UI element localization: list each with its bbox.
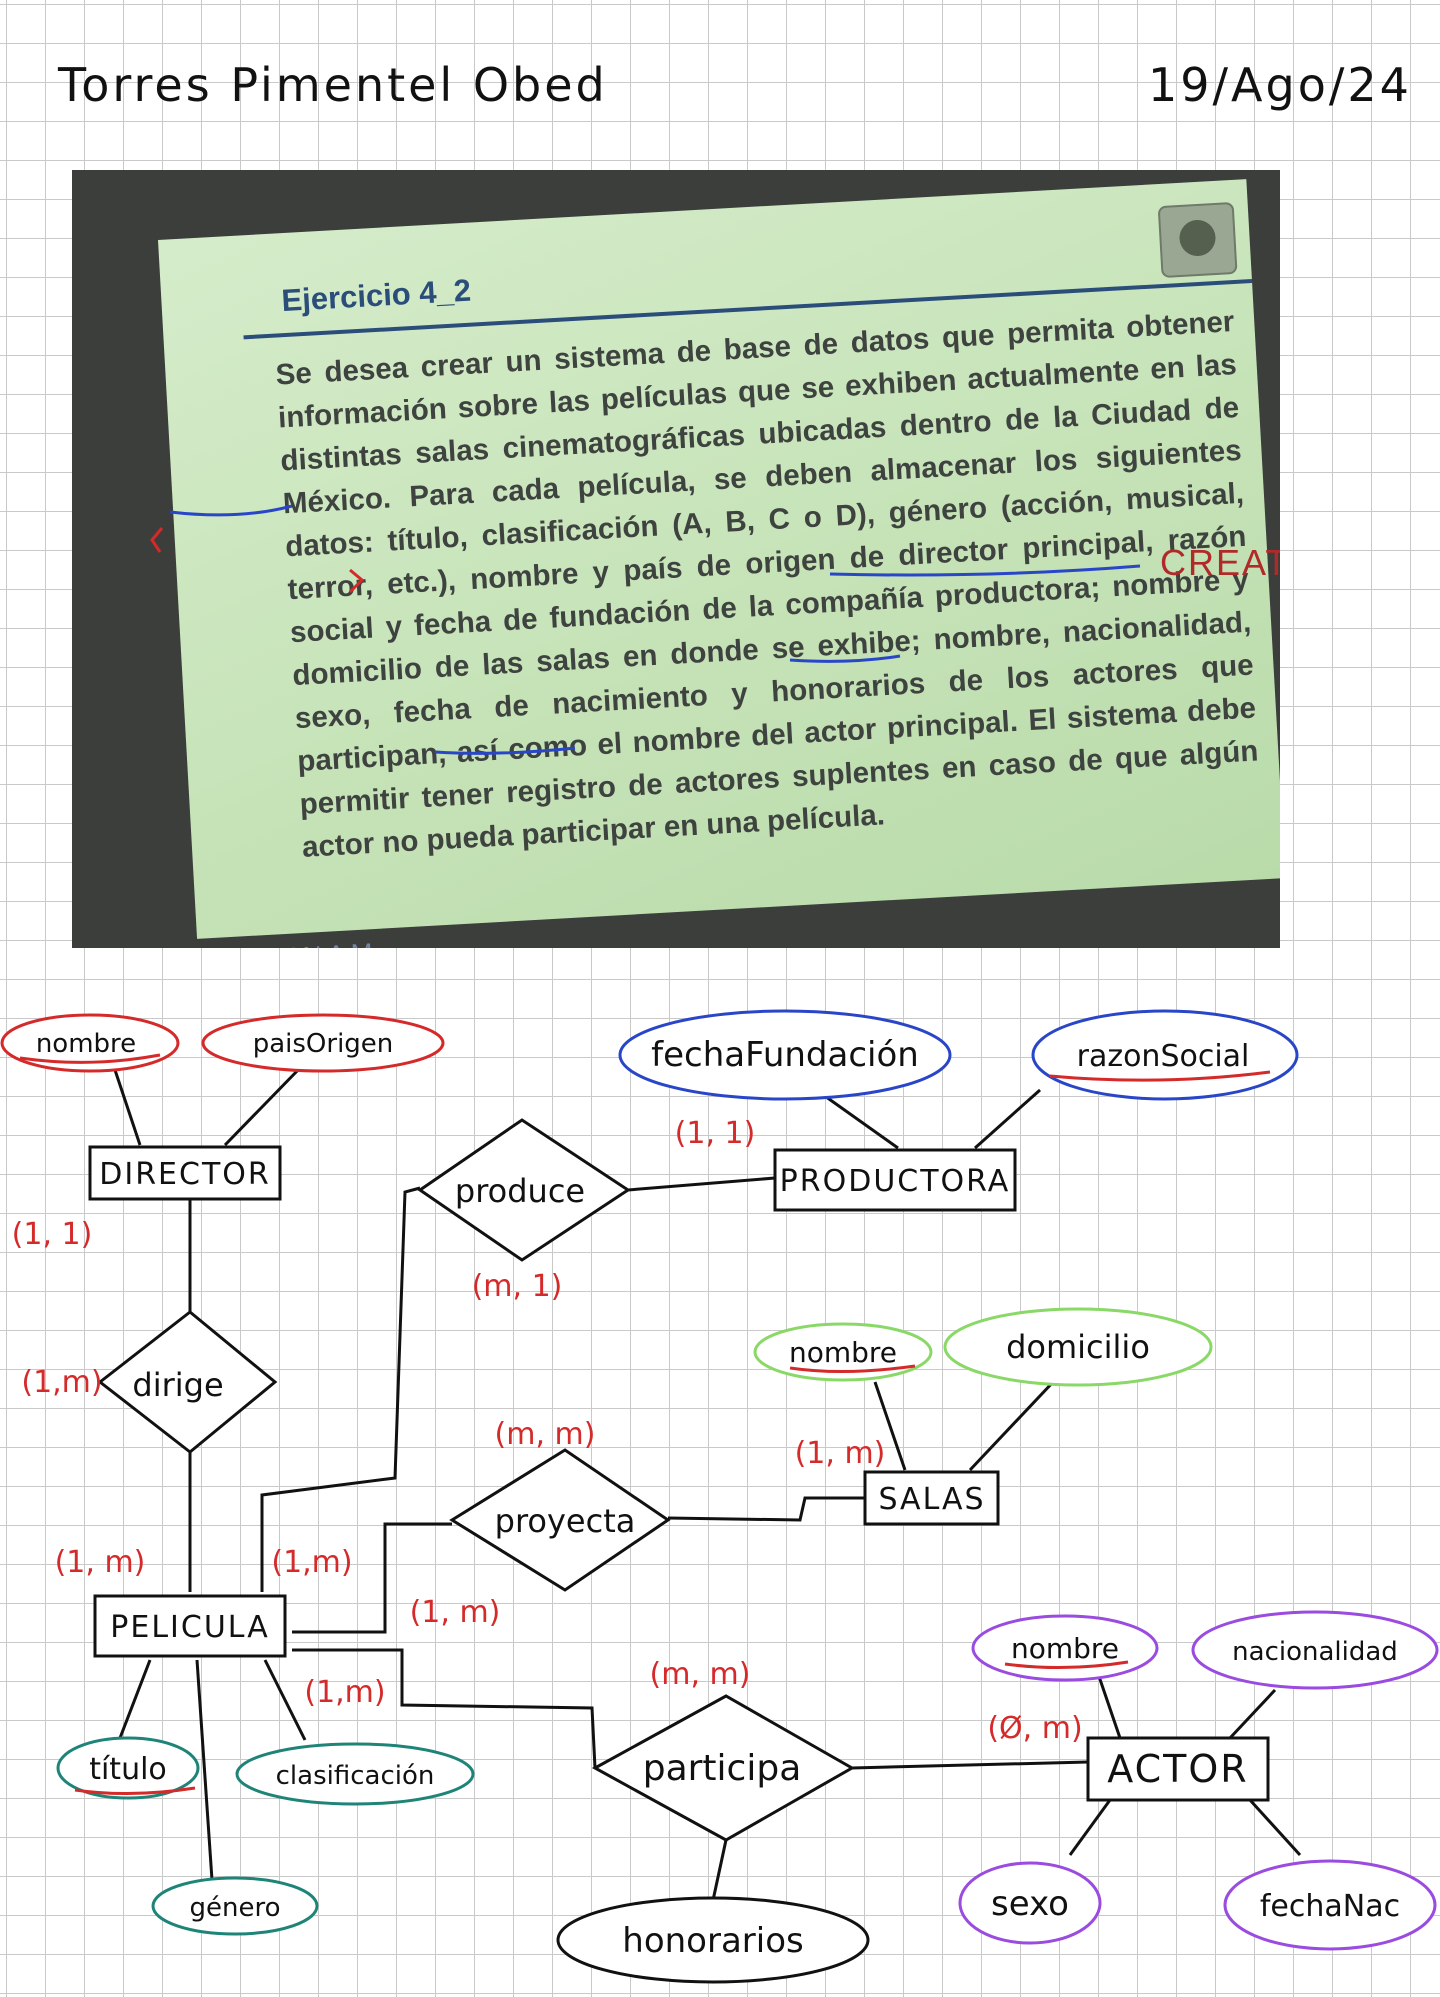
line-productora-fecha bbox=[821, 1092, 899, 1150]
rel-proyecta-label: proyecta bbox=[495, 1502, 636, 1540]
date-label: 19/Ago/24 bbox=[1148, 58, 1412, 112]
attr-actor-nombre: nombre bbox=[1011, 1632, 1119, 1665]
card-pelicula-produce: (1,m) bbox=[271, 1545, 352, 1580]
attr-salas-domicilio-shape bbox=[943, 1307, 1213, 1387]
line-pelicula-participa bbox=[292, 1648, 597, 1769]
create-annotation: CREATE bbox=[1160, 542, 1280, 583]
entity-productora-label: PRODUCTORA bbox=[780, 1164, 1011, 1199]
attr-pelicula-clasificacion: clasificación bbox=[276, 1761, 435, 1791]
slide-underline-director bbox=[829, 564, 1141, 577]
attr-director-nombre-shape bbox=[0, 1013, 180, 1073]
attr-pelicula-genero-shape bbox=[151, 1876, 319, 1936]
attr-productora-razon: razonSocial bbox=[1077, 1039, 1250, 1074]
entity-productora bbox=[773, 1148, 1017, 1212]
attr-pelicula-titulo: título bbox=[89, 1752, 167, 1787]
rel-participa bbox=[591, 1694, 856, 1842]
card-director-dirige: (1, 1) bbox=[12, 1217, 93, 1252]
line-pelicula-proyecta bbox=[292, 1522, 452, 1634]
slide-underline-salas bbox=[789, 654, 901, 663]
attr-participa-honorarios: honorarios bbox=[622, 1921, 803, 1961]
card-produce-productora: (1, 1) bbox=[675, 1116, 756, 1151]
attr-salas-nombre: nombre bbox=[789, 1336, 897, 1369]
line-participa-actor bbox=[851, 1760, 1089, 1770]
entity-salas-label: SALAS bbox=[878, 1482, 985, 1517]
rel-produce bbox=[417, 1118, 631, 1262]
line-director-pais bbox=[223, 1066, 302, 1147]
connector-lines bbox=[113, 1066, 1302, 1906]
rel-dirige-label: dirige bbox=[132, 1366, 223, 1404]
line-salas-nombre bbox=[873, 1381, 907, 1471]
attr-participa-honorarios-shape bbox=[556, 1896, 870, 1984]
line-participa-honorarios bbox=[710, 1839, 728, 1906]
line-proyecta-salas bbox=[667, 1496, 865, 1522]
entity-pelicula bbox=[93, 1594, 287, 1658]
card-participa: (m, m) bbox=[650, 1657, 751, 1692]
entity-director bbox=[88, 1145, 282, 1201]
pk-underline-productora bbox=[1049, 1070, 1271, 1082]
attr-actor-fechanac: fechaNac bbox=[1260, 1889, 1400, 1924]
line-productora-razon bbox=[974, 1088, 1041, 1150]
slide-underline-actores bbox=[434, 746, 576, 755]
pk-underline-actor bbox=[1004, 1660, 1129, 1670]
entity-actor bbox=[1086, 1736, 1270, 1802]
attr-pelicula-genero: género bbox=[190, 1893, 281, 1923]
rel-dirige bbox=[97, 1310, 278, 1454]
line-pelicula-titulo bbox=[118, 1659, 152, 1739]
attr-productora-fecha-shape bbox=[618, 1009, 952, 1101]
card-pelicula-dirige: (1, m) bbox=[55, 1545, 146, 1580]
slide-brace-close bbox=[348, 568, 365, 594]
attr-actor-nacionalidad: nacionalidad bbox=[1232, 1637, 1398, 1667]
attr-actor-sexo-shape bbox=[958, 1861, 1102, 1945]
entity-salas bbox=[863, 1470, 1000, 1526]
entity-actor-label: ACTOR bbox=[1107, 1747, 1248, 1791]
card-pelicula-proyecta: (1, m) bbox=[410, 1595, 501, 1630]
attr-director-pais-shape bbox=[201, 1013, 445, 1073]
attr-pelicula-clasificacion-shape bbox=[235, 1742, 475, 1806]
attr-pelicula-titulo-shape bbox=[56, 1736, 200, 1800]
attr-director-pais: paisOrigen bbox=[253, 1029, 394, 1059]
attr-actor-nacionalidad-shape bbox=[1191, 1610, 1439, 1690]
rel-participa-label: participa bbox=[643, 1748, 802, 1789]
line-pelicula-produce bbox=[260, 1186, 421, 1592]
line-pelicula-genero bbox=[195, 1659, 214, 1881]
line-actor-fechanac bbox=[1248, 1798, 1302, 1857]
student-name: Torres Pimentel Obed bbox=[58, 58, 608, 112]
pk-underline-director bbox=[19, 1053, 161, 1064]
pk-underline-salas bbox=[789, 1364, 916, 1374]
line-actor-sexo bbox=[1068, 1799, 1112, 1856]
slide-underline-pelicula bbox=[169, 504, 293, 517]
card-produce-pelicula: (m, 1) bbox=[472, 1269, 563, 1304]
card-salas-proyecta: (1, m) bbox=[795, 1436, 886, 1471]
line-actor-nacionalidad bbox=[1228, 1688, 1277, 1740]
attr-salas-nombre-shape bbox=[753, 1322, 933, 1382]
line-director-nombre bbox=[113, 1069, 142, 1146]
card-actor-participa: (Ø, m) bbox=[987, 1711, 1082, 1746]
attr-salas-domicilio: domicilio bbox=[1006, 1328, 1150, 1366]
entity-director-label: DIRECTOR bbox=[99, 1157, 270, 1192]
attr-actor-fechanac-shape bbox=[1223, 1859, 1437, 1951]
pk-underline-pelicula bbox=[74, 1786, 196, 1796]
slide-photo: Ejercicio 4_2 Se desea crear un sistema … bbox=[72, 170, 1280, 948]
entity-pelicula-label: PELICULA bbox=[110, 1610, 269, 1645]
line-produce-productora bbox=[627, 1176, 776, 1192]
line-salas-domicilio bbox=[968, 1378, 1057, 1472]
rel-produce-label: produce bbox=[455, 1172, 585, 1210]
attr-productora-fecha: fechaFundación bbox=[651, 1035, 919, 1075]
slide-brace-open bbox=[150, 527, 164, 553]
line-pelicula-clasificacion bbox=[263, 1659, 307, 1741]
rel-proyecta bbox=[449, 1448, 671, 1592]
attr-director-nombre: nombre bbox=[36, 1029, 136, 1059]
card-proyecta: (m, m) bbox=[495, 1417, 596, 1452]
attr-actor-sexo: sexo bbox=[991, 1884, 1069, 1924]
card-pelicula-participa: (1,m) bbox=[304, 1675, 385, 1710]
card-dirige: (1,m) bbox=[21, 1365, 102, 1400]
